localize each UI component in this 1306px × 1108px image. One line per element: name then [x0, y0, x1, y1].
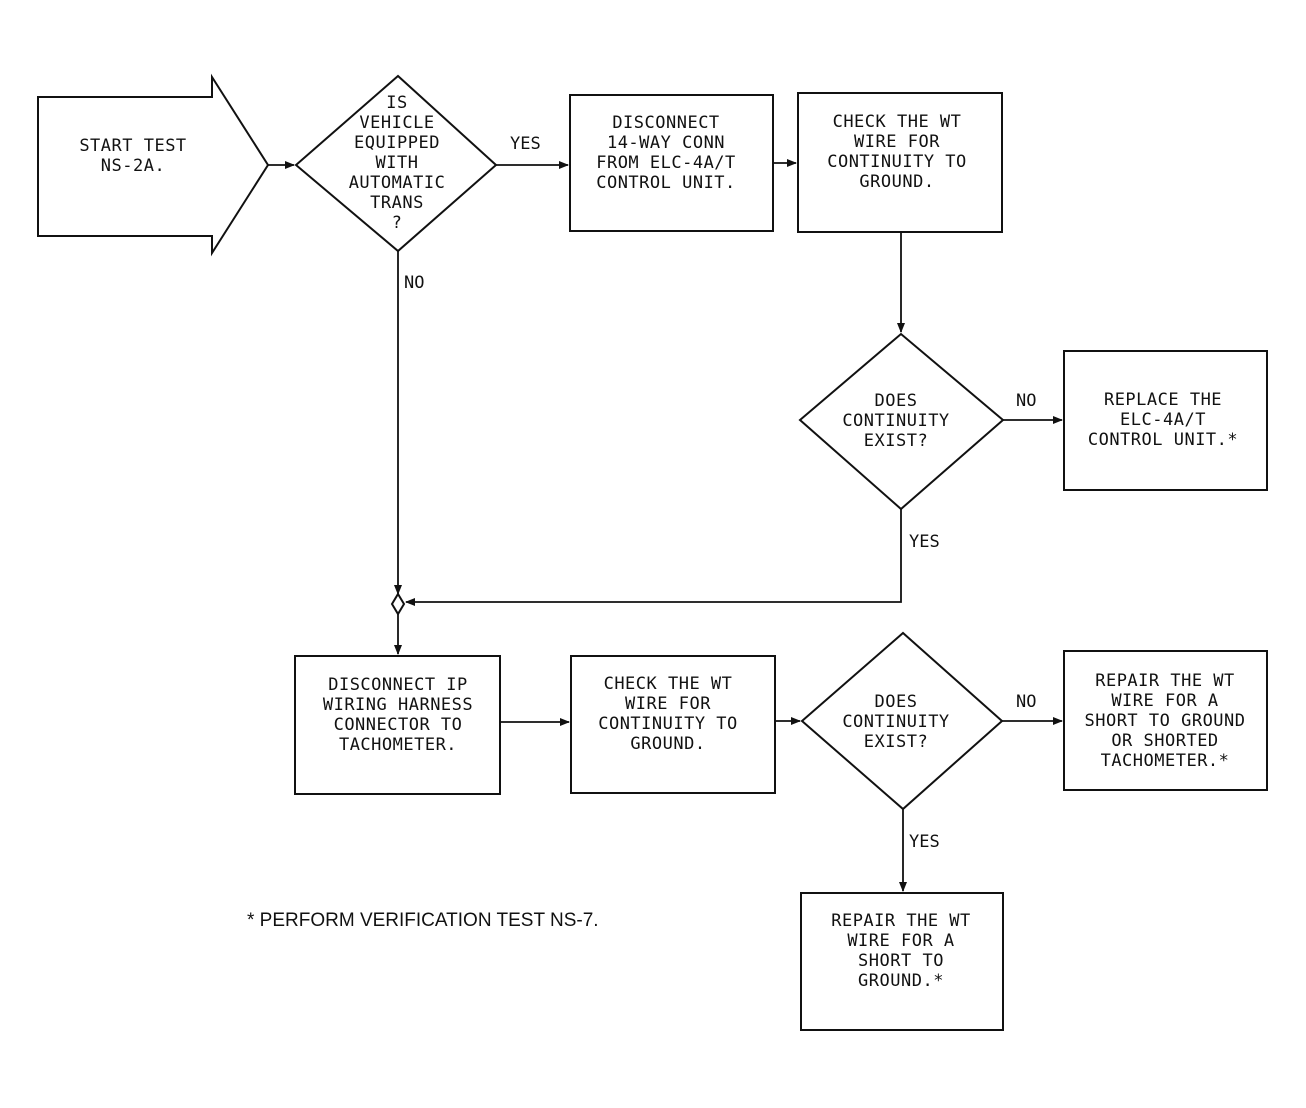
text-line: SHORT TO — [858, 951, 944, 971]
text-line: CHECK THE WT — [833, 112, 962, 132]
arrow-continuity1-yes — [405, 509, 902, 606]
edge-label-continuity1-yes: YES — [909, 532, 940, 552]
text-line: WIRE FOR A — [847, 931, 954, 951]
edge-label-continuity1-no: NO — [1016, 391, 1036, 411]
text-line: CONTROL UNIT. — [596, 173, 736, 193]
footnote: * PERFORM VERIFICATION TEST NS-7. — [247, 910, 599, 931]
text-line: WIRING HARNESS — [323, 695, 473, 715]
text-line: ELC-4A/T — [1120, 410, 1206, 430]
edge-label-continuity2-no: NO — [1016, 692, 1036, 712]
text-line: CONTINUITY — [842, 712, 949, 732]
text-line: EXIST? — [864, 431, 928, 451]
text-line: TACHOMETER. — [339, 735, 457, 755]
text-line: DOES — [875, 391, 918, 411]
text-line: REPLACE THE — [1104, 390, 1222, 410]
junction-node — [390, 592, 406, 616]
text-line: CONTINUITY TO — [598, 714, 738, 734]
text-line: DOES — [875, 692, 918, 712]
text-line: WITH — [376, 153, 419, 173]
text-line: REPAIR THE WT — [831, 911, 971, 931]
edge-label-continuity2-yes: YES — [909, 832, 940, 852]
text-line: 14-WAY CONN — [607, 133, 725, 153]
text-line: TRANS — [370, 193, 424, 213]
text-line: IS — [386, 93, 407, 113]
text-line: CHECK THE WT — [604, 674, 733, 694]
text-line: SHORT TO GROUND — [1084, 711, 1245, 731]
edge-label-trans-no: NO — [404, 273, 424, 293]
text-line: WIRE FOR A — [1111, 691, 1218, 711]
text-line: GROUND.* — [858, 971, 944, 991]
text-line: GROUND. — [630, 734, 705, 754]
text-line: CONNECTOR TO — [334, 715, 463, 735]
text-line: VEHICLE — [359, 113, 434, 133]
text-line: CONTINUITY TO — [827, 152, 967, 172]
text-line: START TEST — [79, 136, 186, 156]
text-line: AUTOMATIC — [349, 173, 446, 193]
text-line: REPAIR THE WT — [1095, 671, 1235, 691]
text-line: NS-2A. — [101, 156, 165, 176]
text-line: DISCONNECT — [612, 113, 719, 133]
text-line: WIRE FOR — [854, 132, 940, 152]
text-line: EQUIPPED — [354, 133, 440, 153]
text-line: ? — [392, 213, 403, 233]
text-line: DISCONNECT IP — [328, 675, 468, 695]
text-line: TACHOMETER.* — [1101, 751, 1230, 771]
text-line: FROM ELC-4A/T — [596, 153, 736, 173]
text-line: CONTINUITY — [842, 411, 949, 431]
text-line: EXIST? — [864, 732, 928, 752]
text-line: GROUND. — [859, 172, 934, 192]
text-line: WIRE FOR — [625, 694, 711, 714]
edge-label-trans-yes: YES — [510, 134, 541, 154]
text-line: CONTROL UNIT.* — [1088, 430, 1238, 450]
text-line: OR SHORTED — [1111, 731, 1218, 751]
